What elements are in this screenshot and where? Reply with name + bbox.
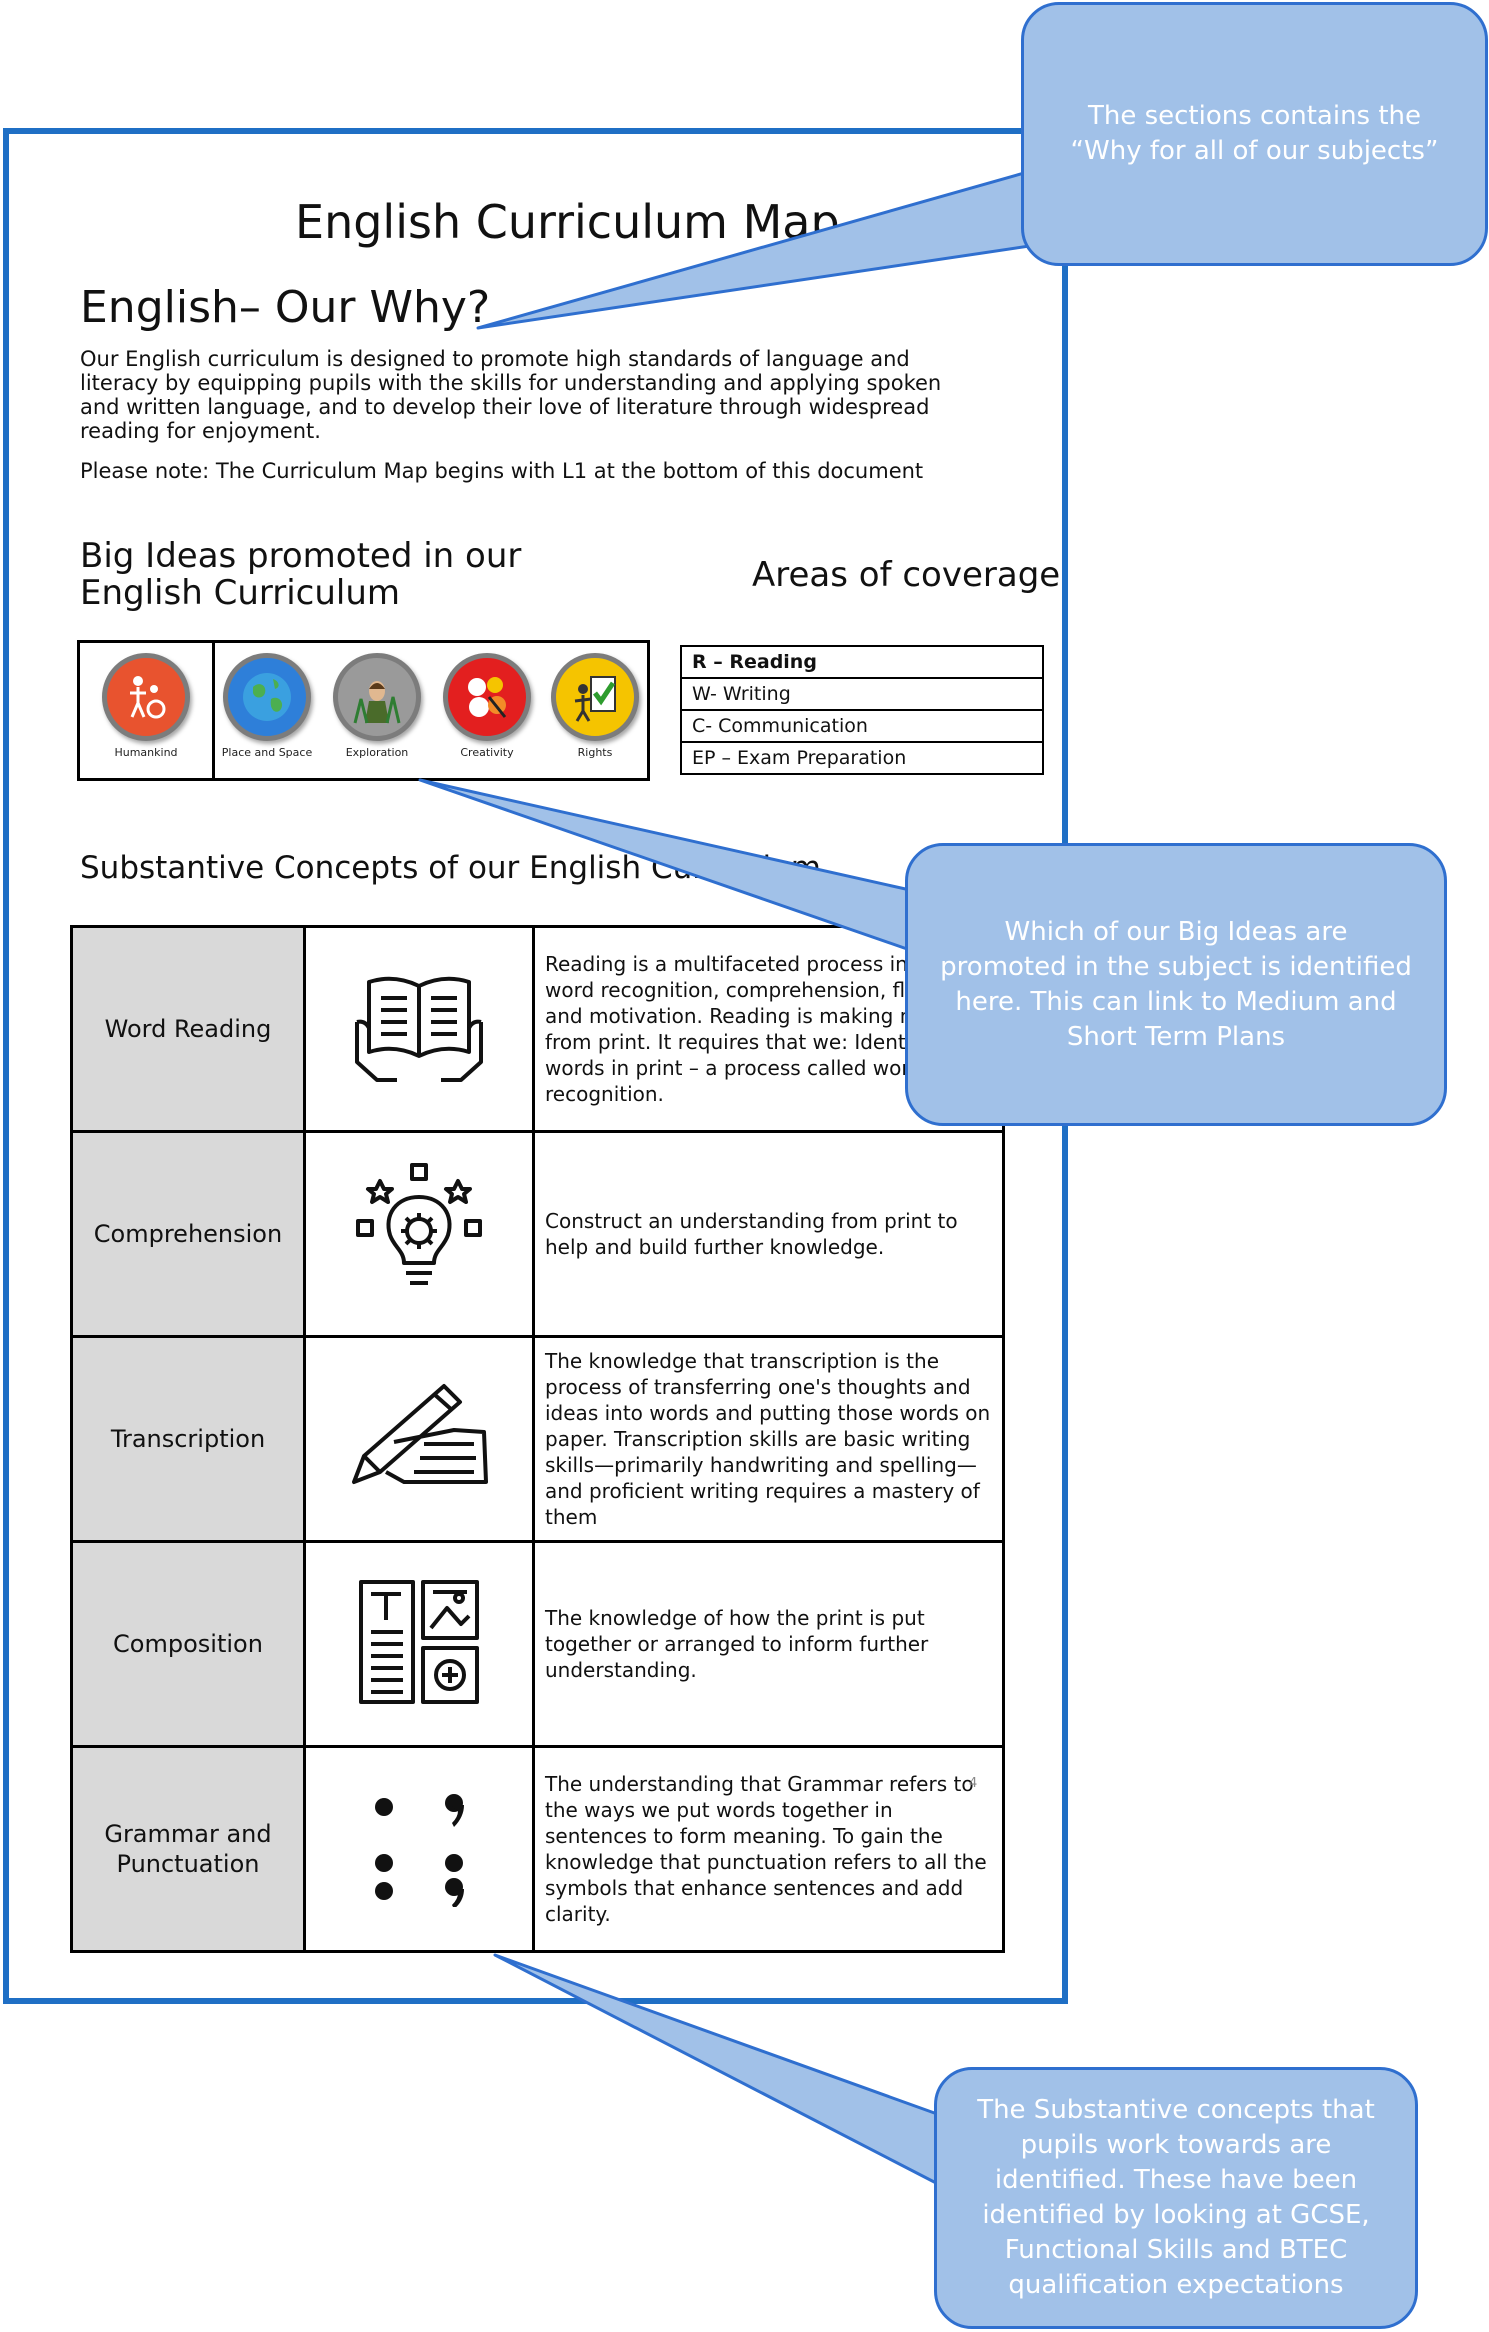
big-ideas-callout: Which of our Big Ideas are promoted in t…	[905, 843, 1447, 1126]
big-idea-humankind: Humankind	[94, 653, 198, 759]
areas-heading: Areas of coverage	[752, 555, 1061, 595]
area-communication: C- Communication	[680, 709, 1044, 743]
rights-icon	[551, 653, 639, 741]
globe-icon	[223, 653, 311, 741]
big-ideas-pointer	[418, 778, 912, 952]
hand-pencil-icon	[303, 1335, 535, 1543]
concepts-pointer	[493, 1953, 942, 2187]
creativity-icon	[443, 653, 531, 741]
explorer-icon	[333, 653, 421, 741]
table-row: Comprehension Construct an understanding…	[70, 1130, 1005, 1338]
why-callout: The sections contains the “Why for all o…	[1021, 2, 1488, 266]
concept-description: Construct an understanding from print to…	[532, 1130, 1005, 1338]
concept-description: The understanding that Grammar refers to…	[532, 1745, 1005, 1953]
areas-table: R – Reading W- Writing C- Communication …	[680, 645, 1044, 775]
lightbulb-gear-icon	[303, 1130, 535, 1338]
table-row: Transcription The knowledge that transcr…	[70, 1335, 1005, 1543]
intro-text: Our English curriculum is designed to pr…	[80, 347, 942, 443]
page-title: English Curriculum Map	[295, 195, 840, 249]
page-number: 4	[969, 1776, 978, 1791]
table-row: Grammar and Punctuation The understandin…	[70, 1745, 1005, 1953]
table-row: Composition The knowledge of how the pri…	[70, 1540, 1005, 1748]
layout-icon	[303, 1540, 535, 1748]
big-ideas-box: Humankind Place and Space Exploration Cr…	[77, 640, 650, 781]
punctuation-icon	[303, 1745, 535, 1953]
area-reading: R – Reading	[680, 645, 1044, 679]
concept-name: Transcription	[70, 1335, 306, 1543]
area-exam-preparation: EP – Exam Preparation	[680, 741, 1044, 775]
big-idea-place-and-space: Place and Space	[215, 653, 319, 759]
humankind-icon	[102, 653, 190, 741]
concept-description: The knowledge of how the print is put to…	[532, 1540, 1005, 1748]
divider	[212, 643, 215, 778]
concepts-table: Word Reading Reading is a multifaceted p…	[70, 925, 1005, 1953]
big-idea-creativity: Creativity	[435, 653, 539, 759]
concept-name: Composition	[70, 1540, 306, 1748]
note-text: Please note: The Curriculum Map begins w…	[80, 459, 924, 483]
why-pointer	[476, 158, 1072, 330]
concept-name: Comprehension	[70, 1130, 306, 1338]
big-idea-rights: Rights	[543, 653, 647, 759]
concept-name: Grammar and Punctuation	[70, 1745, 306, 1953]
area-writing: W- Writing	[680, 677, 1044, 711]
open-book-icon	[303, 925, 535, 1133]
concept-description: The knowledge that transcription is the …	[532, 1335, 1005, 1543]
big-ideas-heading: Big Ideas promoted in our English Curric…	[80, 536, 522, 613]
concept-name: Word Reading	[70, 925, 306, 1133]
concepts-callout: The Substantive concepts that pupils wor…	[934, 2067, 1418, 2329]
big-idea-exploration: Exploration	[325, 653, 429, 759]
why-heading: English– Our Why?	[80, 282, 491, 333]
